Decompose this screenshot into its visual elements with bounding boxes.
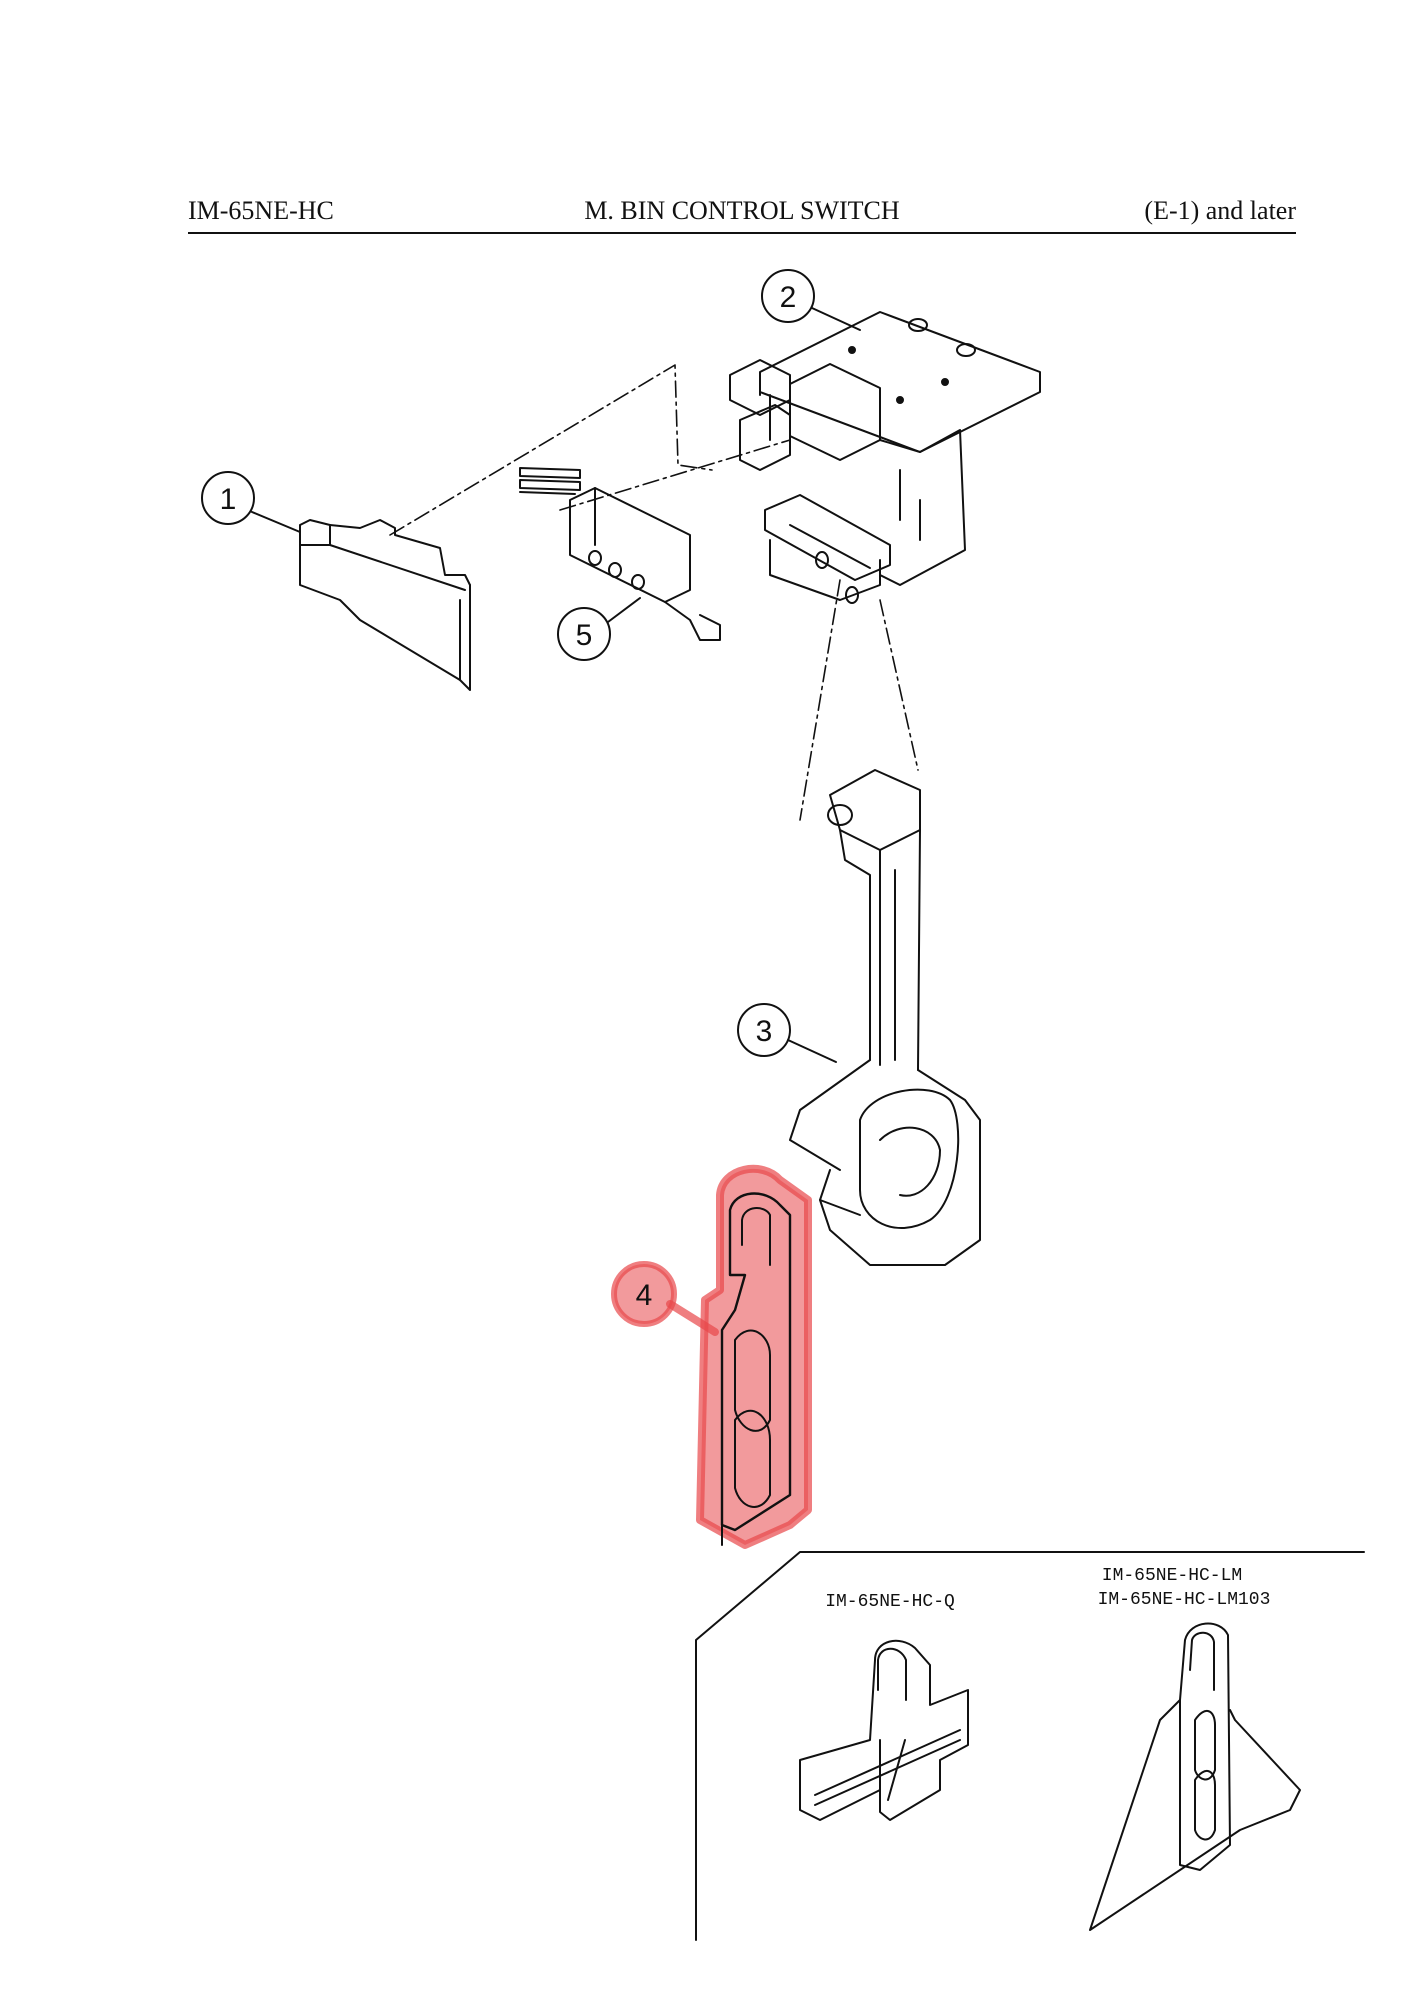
callout-1-label: 1 (220, 483, 237, 516)
inset-variant-lm-lever (1089, 1622, 1301, 1931)
part-actuator-arm (789, 769, 981, 1266)
callout-3: 3 (737, 1003, 837, 1063)
inset-label-lm103: IM-65NE-HC-LM103 (1098, 1590, 1271, 1610)
callout-2-label: 2 (780, 281, 797, 314)
part-micro-switch (519, 467, 721, 641)
model-number: IM-65NE-HC (188, 196, 334, 225)
inset-frame (695, 1551, 1365, 1941)
page-header: IM-65NE-HC M. BIN CONTROL SWITCH (E-1) a… (188, 196, 1296, 234)
callout-4: 4 (611, 1261, 719, 1336)
assembly-lines (389, 364, 919, 821)
page-title: M. BIN CONTROL SWITCH (584, 196, 900, 225)
callout-1: 1 (201, 471, 301, 533)
serial-range: (E-1) and later (1144, 196, 1296, 225)
callout-5-label: 5 (576, 619, 593, 652)
callout-5: 5 (557, 597, 641, 661)
part-cover (299, 519, 471, 691)
part-lever-highlighted (696, 1164, 812, 1549)
callout-2: 2 (761, 269, 861, 331)
part-bracket (729, 311, 1041, 604)
inset-label-lm: IM-65NE-HC-LM (1102, 1566, 1242, 1586)
callout-4-label: 4 (636, 1279, 653, 1312)
inset-label-q: IM-65NE-HC-Q (825, 1592, 955, 1612)
inset-variant-q-lever (799, 1639, 969, 1821)
callout-3-label: 3 (756, 1015, 773, 1048)
